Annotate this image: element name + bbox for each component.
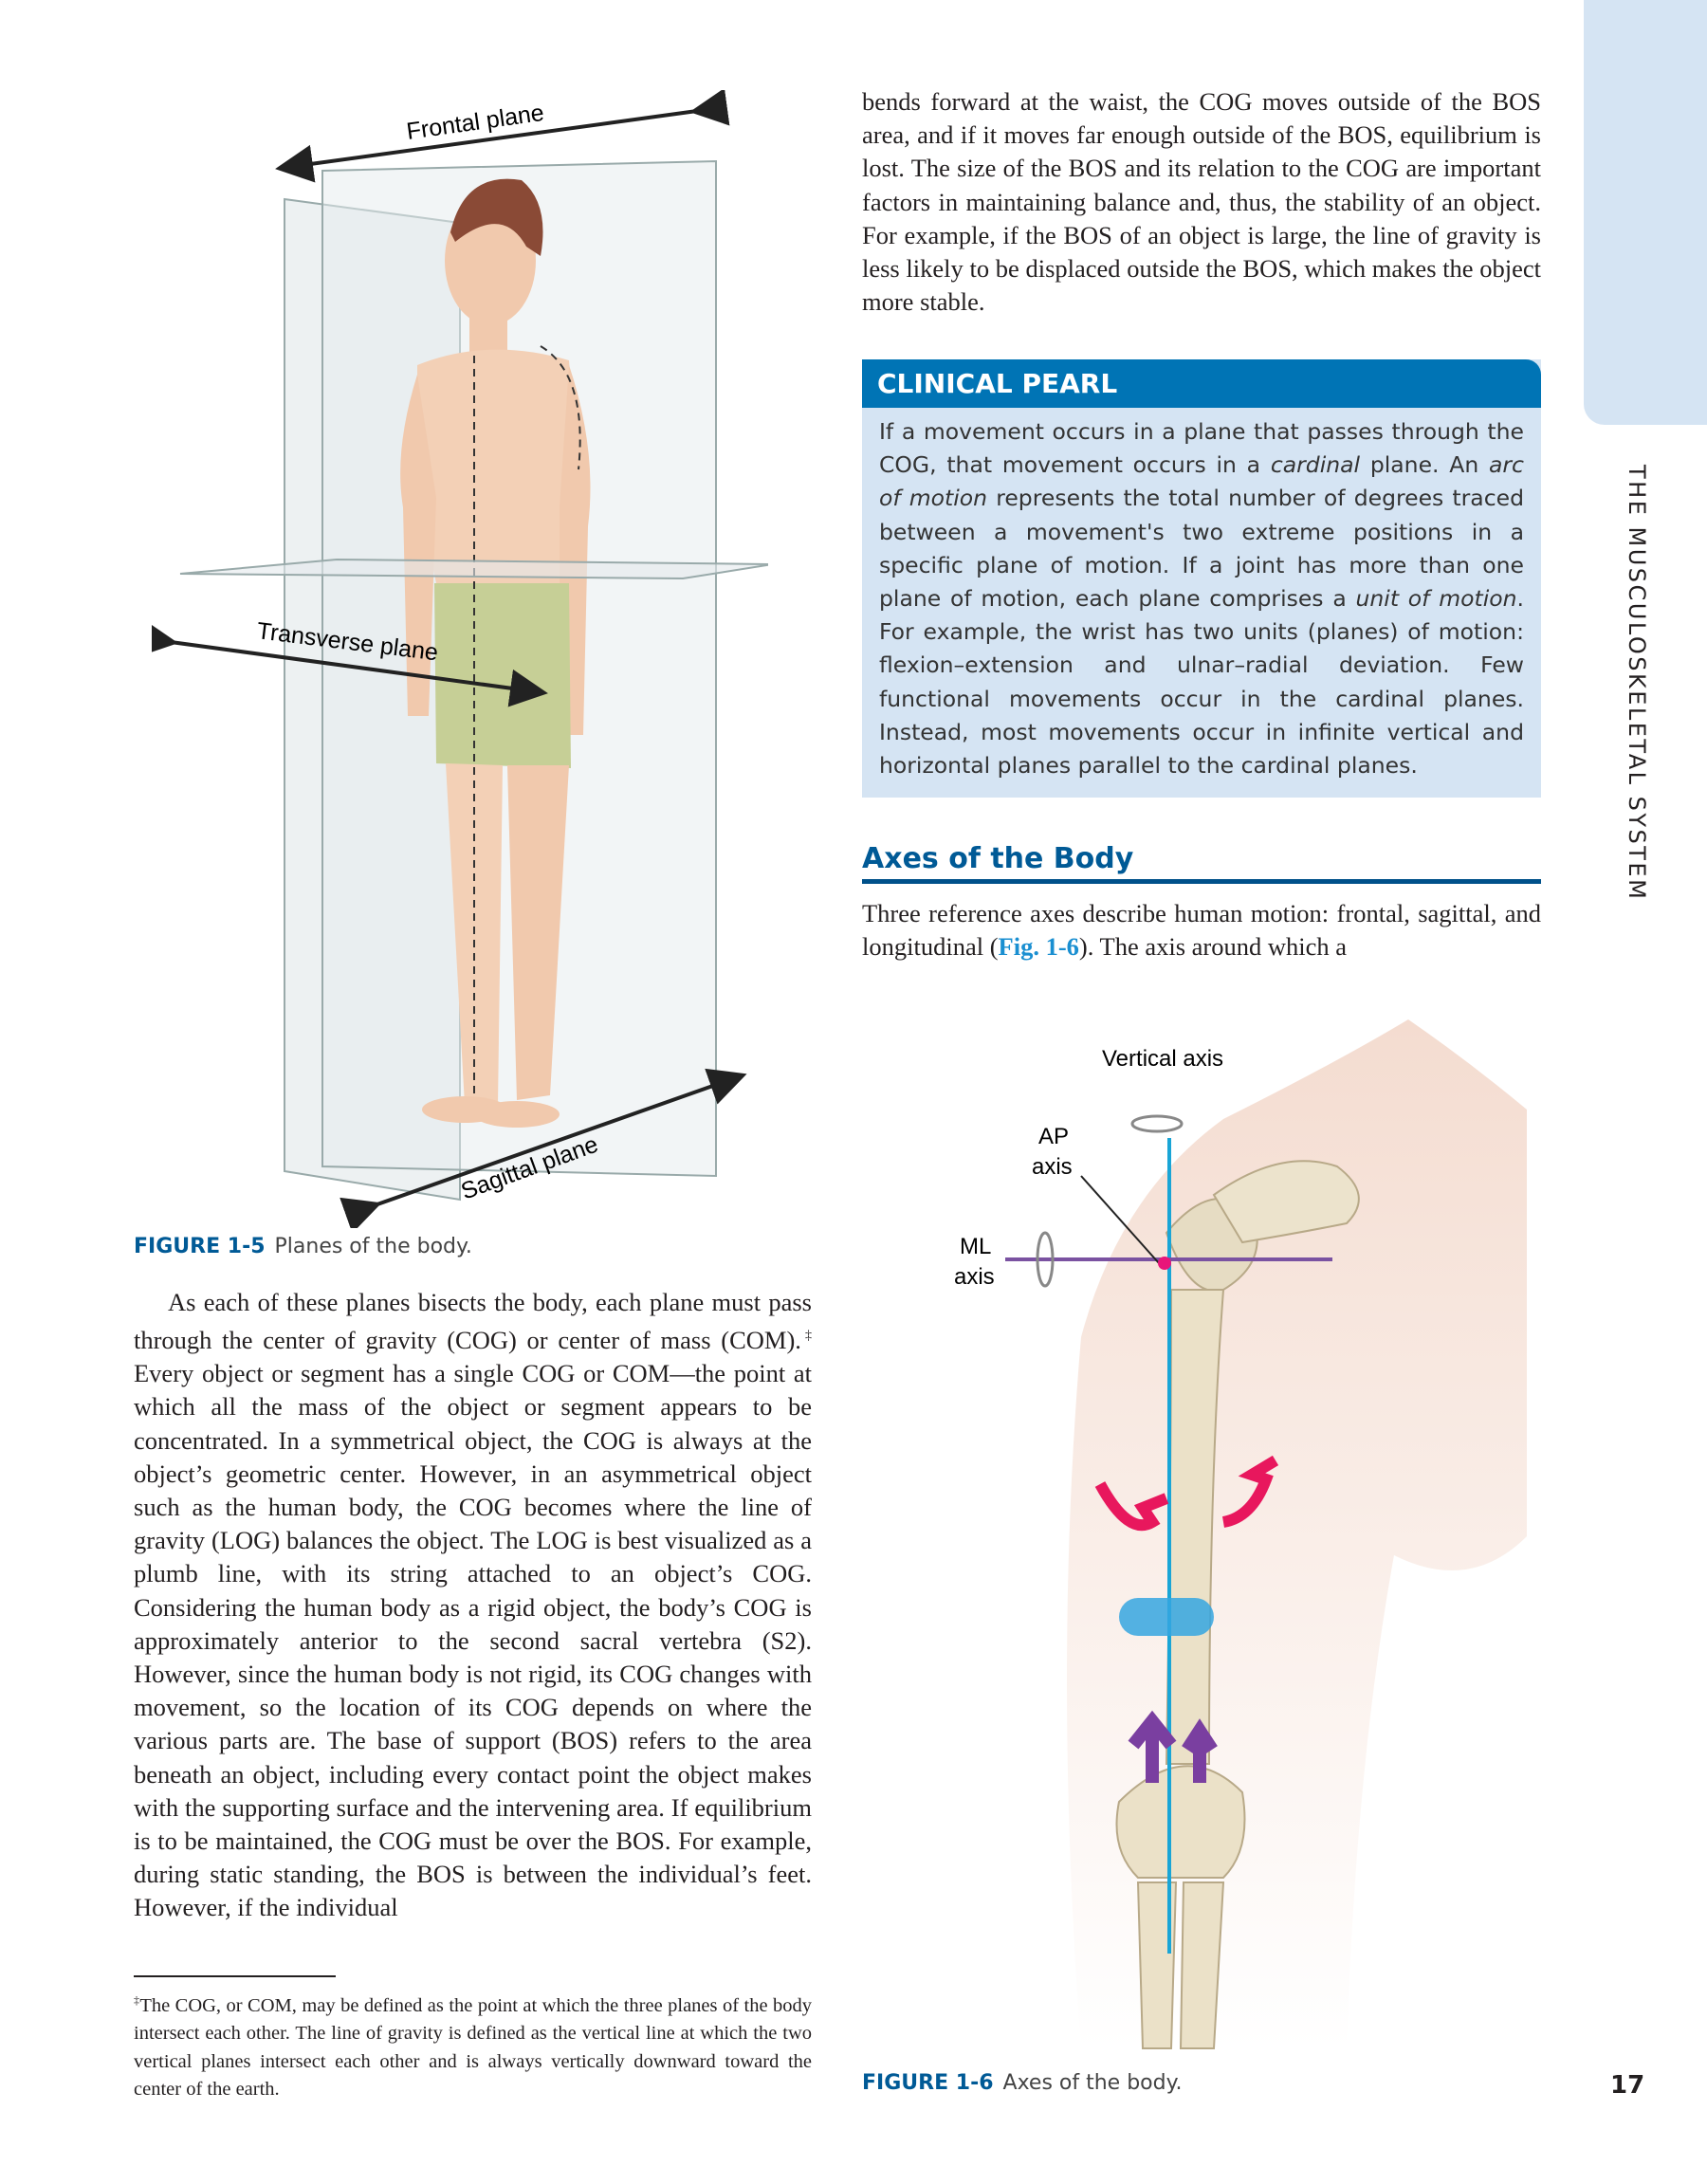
humerus-condyles <box>1115 1765 1246 1879</box>
figure-1-6-caption: FIGURE 1-6 Axes of the body. <box>862 2071 1182 2095</box>
rotation-arrow <box>1119 1598 1214 1636</box>
pearl-text: plane. An <box>1360 451 1489 479</box>
figure-1-6-label: FIGURE 1-6 <box>862 2071 994 2095</box>
vertical-axis-label: Vertical axis <box>1102 1046 1223 1072</box>
figure-link[interactable]: Fig. 1-6 <box>998 932 1079 962</box>
paragraph-text-cont: Every object or segment has a single COG… <box>134 1359 812 1922</box>
footnote: ‡The COG, or COM, may be defined as the … <box>134 1987 812 2104</box>
pearl-term: unit of motion <box>1355 585 1517 613</box>
footnote-marker: ‡ <box>134 1993 140 2007</box>
section-paragraph: Three reference axes describe human moti… <box>862 897 1541 964</box>
pearl-text: represents the total number of degrees t… <box>879 485 1525 613</box>
clinical-pearl-box: CLINICAL PEARL If a movement occurs in a… <box>862 359 1541 798</box>
footnote-divider <box>134 1975 336 1977</box>
ap-axis-line <box>1080 1175 1160 1264</box>
figure-1-5-label: FIGURE 1-5 <box>134 1235 266 1258</box>
pearl-text: If a movement occurs in a plane that pas… <box>879 418 1524 479</box>
figure-1-6-illustration: Vertical axis AP axis ML axis <box>954 1019 1527 2049</box>
ml-axis-label-1: ML <box>960 1234 991 1259</box>
figure-1-6-caption-text: Axes of the body. <box>1002 2071 1183 2095</box>
vertical-axis-rotation-icon <box>1130 1114 1184 1133</box>
flexion-arrows <box>1094 1455 1279 1532</box>
forearm-bones <box>1136 1881 1225 2049</box>
page-number: 17 <box>1610 2071 1645 2100</box>
pearl-text: . For example, the wrist has two units (… <box>879 585 1524 780</box>
ap-axis-label-1: AP <box>1038 1124 1069 1149</box>
paragraph-text: As each of these planes bisects the body… <box>134 1288 812 1355</box>
footnote-text: The COG, or COM, may be defined as the p… <box>134 1994 812 2101</box>
clinical-pearl-text: If a movement occurs in a plane that pas… <box>862 408 1541 782</box>
center-point <box>1158 1257 1171 1270</box>
section-text: Three reference axes describe human moti… <box>862 899 1541 962</box>
frontal-plane-label: Frontal plane <box>405 100 545 145</box>
section-text-end: ). The axis around which a <box>1078 932 1347 962</box>
figure-1-5-caption-text: Planes of the body. <box>274 1235 472 1258</box>
section-heading: Axes of the Body <box>862 842 1541 884</box>
transverse-plane <box>179 558 768 580</box>
body-paragraph-right: bends forward at the waist, the COG move… <box>862 87 1541 317</box>
scapula <box>1212 1160 1360 1244</box>
pearl-term: arc of motion <box>879 451 1524 512</box>
figure-1-5-illustration: Frontal plane Transverse plane Sagittal … <box>152 90 768 1228</box>
figure-1-5-caption: FIGURE 1-5 Planes of the body. <box>134 1235 472 1258</box>
chapter-side-label: THE MUSCULOSKELETAL SYSTEM <box>1624 465 1650 902</box>
clinical-pearl-title: CLINICAL PEARL <box>862 359 1541 408</box>
ml-axis-label-2: axis <box>954 1264 995 1290</box>
footnote-marker: ‡ <box>800 1329 813 1344</box>
ap-axis-label-2: axis <box>1032 1154 1073 1180</box>
body-paragraph-left: As each of these planes bisects the body… <box>134 1286 812 1925</box>
ml-axis-rotation-icon <box>1036 1231 1055 1288</box>
longitudinal-arrows <box>1128 1710 1218 1783</box>
chapter-tab <box>1584 0 1707 425</box>
pearl-term: cardinal <box>1270 451 1361 479</box>
